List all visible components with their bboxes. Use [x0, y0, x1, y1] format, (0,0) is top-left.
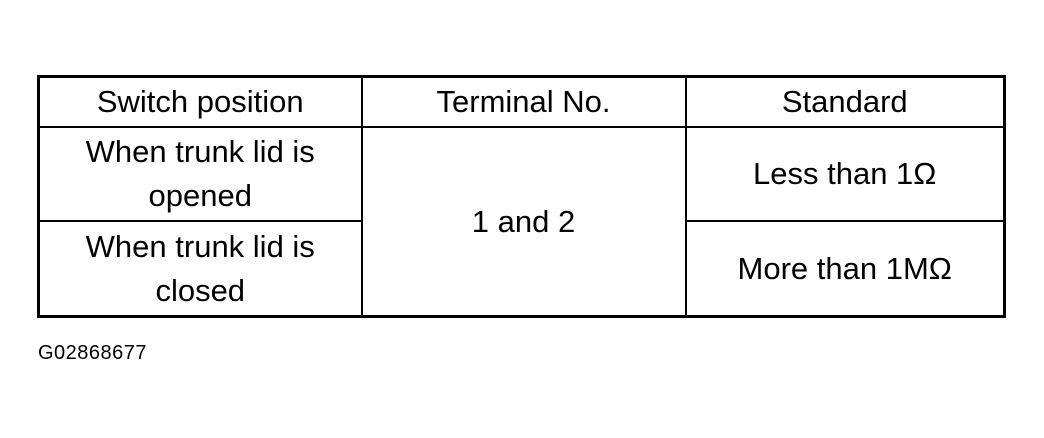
terminal-number: 1 and 2 — [360, 126, 687, 318]
table-row: When trunk lid is closed More than 1MΩ — [37, 220, 1006, 318]
switch-position-opened: When trunk lid is opened — [37, 125, 363, 223]
switch-position-closed: When trunk lid is closed — [37, 220, 363, 318]
switch-inspection-table: Switch position Terminal No. Standard Wh… — [37, 75, 1006, 318]
table-row: When trunk lid is opened 1 and 2 Less th… — [37, 125, 1006, 318]
header-terminal-no: Terminal No. — [360, 75, 687, 128]
standard-opened: Less than 1Ω — [684, 125, 1006, 223]
header-standard: Standard — [684, 75, 1006, 128]
table-header-row: Switch position Terminal No. Standard — [37, 75, 1006, 128]
header-switch-position: Switch position — [37, 75, 363, 128]
standard-closed: More than 1MΩ — [684, 220, 1006, 318]
figure-id: G02868677 — [38, 342, 148, 364]
